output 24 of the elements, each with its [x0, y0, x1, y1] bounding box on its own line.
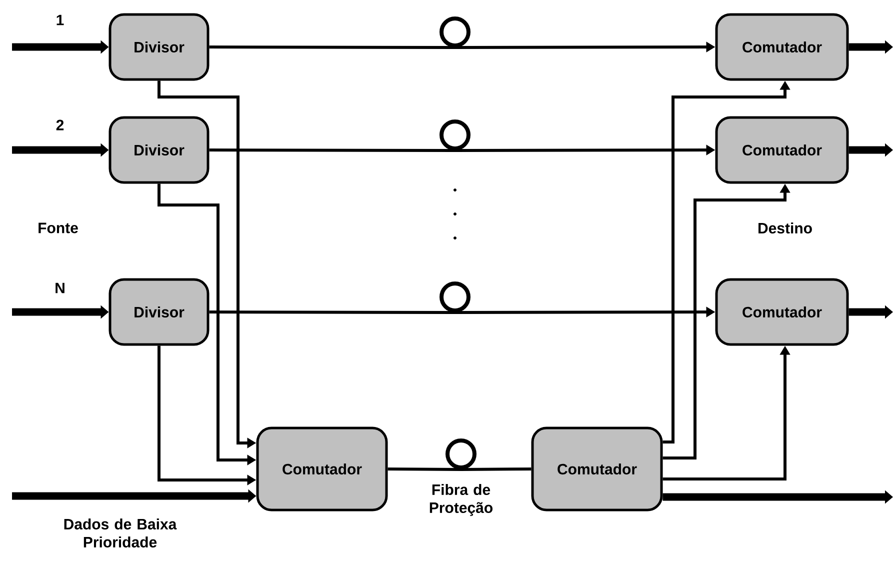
switch-box: Comutador	[256, 426, 388, 512]
fiber-coil	[446, 438, 476, 470]
divisor-box: Divisor	[108, 278, 210, 346]
fiber-coil	[440, 282, 470, 312]
edge-label: 1	[56, 14, 64, 26]
edge-label: 2	[56, 120, 64, 130]
switch-box: Comutador	[531, 426, 663, 512]
side-label: Fonte	[38, 222, 78, 234]
divisor-box: Divisor	[108, 116, 210, 184]
switch-box: Comutador	[715, 13, 849, 81]
edge-label: Dados de Baixa Prioridade	[64, 518, 177, 548]
edge-label: N	[56, 282, 64, 294]
fiber-coil	[440, 16, 470, 48]
divisor-box: Divisor	[108, 13, 210, 81]
connector-line	[209, 46, 455, 49]
fiber-coil	[440, 120, 470, 150]
connector-line	[461, 468, 532, 471]
connector-line	[209, 148, 455, 152]
switch-box: Comutador	[715, 116, 849, 184]
switch-box: Comutador	[715, 278, 849, 346]
connector-line	[209, 310, 455, 314]
fiber-label: Fibra de Proteção	[430, 484, 492, 516]
side-label: Destino	[758, 222, 812, 234]
connector-line	[388, 468, 462, 471]
